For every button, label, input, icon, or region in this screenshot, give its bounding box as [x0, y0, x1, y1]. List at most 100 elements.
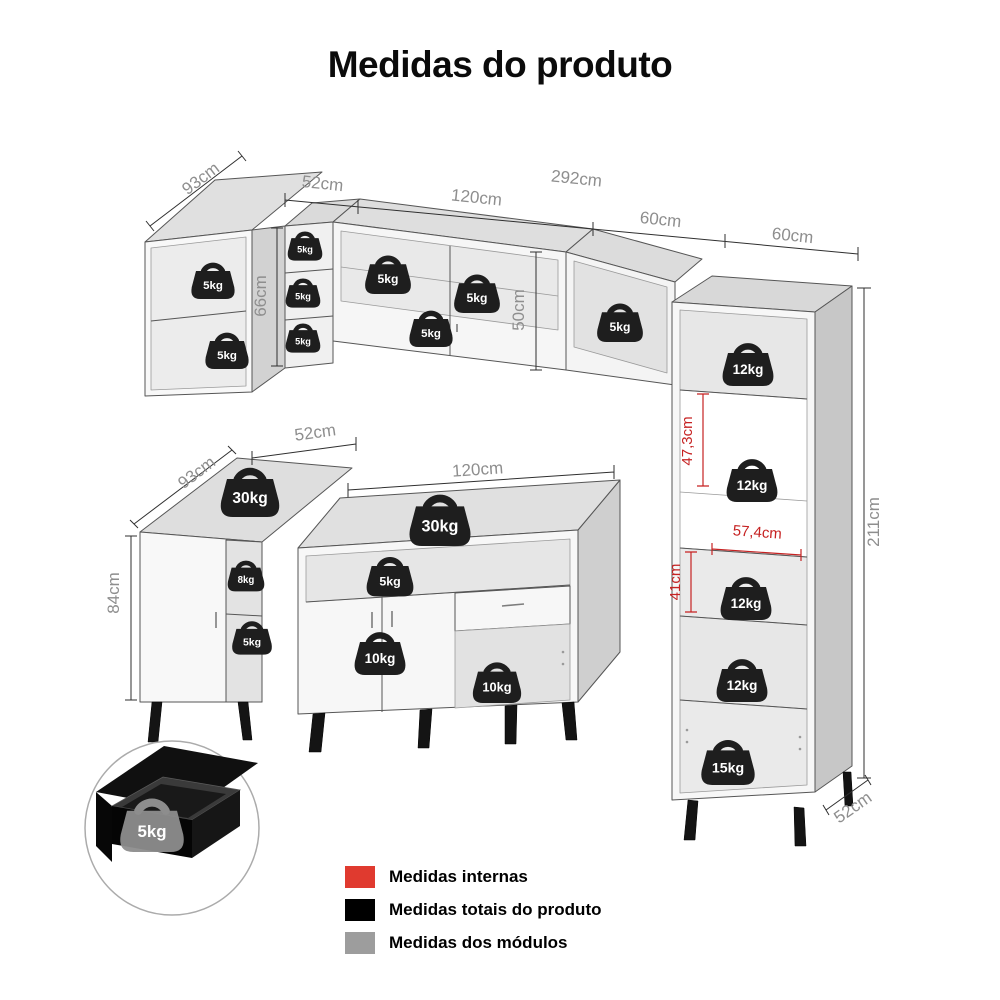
kettlebell-icon	[240, 621, 264, 632]
weight-badge-label: 5kg	[378, 272, 399, 286]
legend-swatch-modulos	[345, 932, 375, 954]
dim-label-lower-120: 120cm	[452, 458, 504, 481]
weight-badge: 5kg	[365, 255, 411, 294]
weight-badge: 12kg	[722, 343, 774, 386]
legend-label-modulos: Medidas dos módulos	[389, 933, 568, 952]
cabinet-leg	[308, 712, 326, 753]
legend-label-totais: Medidas totais do produto	[389, 900, 602, 919]
weight-badge-label: 5kg	[295, 336, 311, 346]
kettlebell-icon	[422, 494, 458, 511]
kettlebell-icon	[733, 343, 763, 357]
weight-badge: 12kg	[726, 459, 778, 502]
kettlebell-icon	[607, 303, 633, 316]
kettlebell-icon	[295, 231, 315, 241]
weight-badge-label: 5kg	[421, 328, 441, 340]
weight-badge-label: 12kg	[731, 596, 762, 611]
legend-swatch-internas	[345, 866, 375, 888]
weight-badge-label: 12kg	[733, 362, 764, 377]
weight-badge: 5kg	[285, 278, 321, 308]
weight-badge-label: 5kg	[217, 350, 237, 362]
weight-badge: 12kg	[720, 577, 772, 620]
internal-dimensions: 47,3cm 57,4cm 41cm	[667, 393, 802, 613]
dim-label-tower-height: 211cm	[864, 497, 883, 547]
weight-badge: 10kg	[354, 632, 406, 675]
internal-dim-upper: 47,3cm	[679, 416, 696, 465]
legend-swatch-totais	[345, 899, 375, 921]
weight-badge: 5kg	[454, 274, 500, 313]
dim-label-upper-120: 120cm	[450, 185, 503, 209]
weight-badge: 15kg	[701, 740, 755, 785]
cabinet-leg	[842, 771, 854, 807]
weight-badge-label: 8kg	[238, 575, 255, 586]
dim-label-tower-depth: 52cm	[830, 788, 875, 827]
kettlebell-icon	[737, 459, 767, 473]
kettlebell-icon	[233, 467, 267, 483]
kettlebell-icon	[134, 798, 170, 815]
weight-badge-label: 30kg	[232, 490, 267, 507]
weight-badge: 12kg	[716, 659, 768, 702]
weight-badge: 5kg	[597, 303, 643, 342]
internal-dim-lower: 41cm	[667, 564, 684, 601]
weight-badge-label: 15kg	[712, 760, 744, 776]
kettlebell-icon	[713, 740, 743, 754]
weight-badge: 30kg	[220, 467, 280, 517]
weight-badge-label: 12kg	[727, 678, 758, 693]
weight-badge-label: 12kg	[737, 478, 768, 493]
weight-badge-label: 5kg	[295, 291, 311, 301]
dim-label-upper-height: 50cm	[509, 289, 528, 331]
cabinet-leg	[237, 701, 253, 741]
dim-label-lower-52: 52cm	[293, 420, 337, 445]
dim-label-upper-corner-height: 66cm	[251, 275, 270, 317]
kettlebell-icon	[200, 262, 226, 274]
cabinet-leg	[561, 701, 578, 741]
weight-badge: 5kg	[287, 231, 323, 261]
kettlebell-icon	[376, 557, 404, 570]
kettlebell-icon	[214, 332, 240, 344]
weight-badge: 5kg	[232, 621, 272, 655]
legend-item-internas: Medidas internas	[345, 866, 602, 888]
weight-badge: 10kg	[472, 662, 522, 703]
weight-badge: 8kg	[227, 560, 265, 592]
kettlebell-icon	[235, 560, 257, 570]
weight-badge-label: 5kg	[379, 574, 400, 588]
cabinet-leg	[147, 701, 163, 743]
dim-label-upper-52: 52cm	[301, 172, 344, 195]
kettlebell-icon	[375, 255, 401, 268]
cabinet-leg	[504, 704, 518, 745]
weight-badge-label: 5kg	[203, 280, 223, 292]
weight-badge-label: 5kg	[137, 822, 166, 841]
legend-label-internas: Medidas internas	[389, 867, 528, 886]
dim-label-upper-60-a: 60cm	[639, 208, 682, 231]
dim-label-lower-height: 84cm	[104, 572, 123, 614]
kettlebell-icon	[418, 310, 444, 322]
weight-badges-layer: 5kg 5kg 5kg 5kg 5kg 5kg 5kg 5kg 5kg 12kg 12kg 12kg 1…	[120, 231, 778, 852]
weight-badge-gray: 5kg	[120, 798, 184, 852]
weight-badge: 5kg	[366, 557, 414, 597]
kettlebell-icon	[293, 278, 313, 288]
weight-badge-label: 5kg	[243, 636, 261, 648]
weight-badge: 5kg	[191, 262, 235, 299]
weight-badge: 5kg	[205, 332, 249, 369]
kettlebell-icon	[727, 659, 757, 673]
weight-badge-label: 30kg	[422, 518, 459, 536]
cabinet-leg	[417, 708, 433, 749]
kettlebell-icon	[731, 577, 761, 591]
cabinet-leg	[683, 799, 699, 841]
kettlebell-icon	[483, 662, 511, 675]
kettlebell-icon	[293, 323, 313, 333]
weight-badge: 30kg	[409, 494, 471, 546]
weight-badge: 5kg	[409, 310, 453, 347]
internal-dim-width: 57,4cm	[732, 522, 782, 542]
kettlebell-icon	[365, 632, 395, 646]
weight-badge: 5kg	[285, 323, 321, 353]
cabinet-leg	[793, 806, 807, 847]
weight-badge-label: 5kg	[467, 291, 488, 305]
weight-badge-label: 5kg	[297, 244, 313, 254]
weight-badge-label: 10kg	[482, 680, 511, 695]
dim-label-total-width: 292cm	[550, 166, 603, 190]
kettlebell-icon	[464, 274, 490, 287]
weight-badge-label: 10kg	[365, 651, 396, 666]
